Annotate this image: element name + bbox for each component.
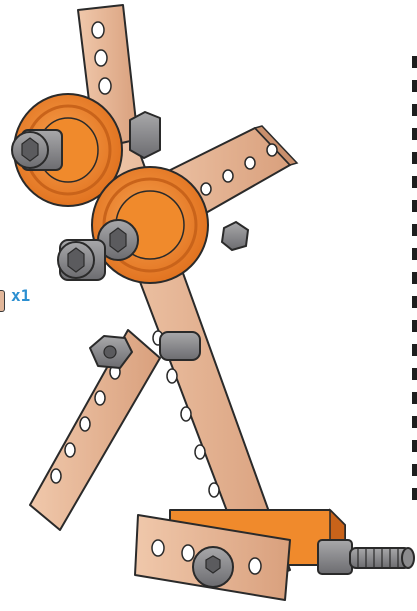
edge-mark	[412, 104, 417, 116]
edge-mark	[412, 368, 417, 380]
orange-pulley-lower	[92, 167, 208, 283]
hex-nut-top	[130, 112, 160, 158]
edge-mark	[412, 176, 417, 188]
edge-mark	[412, 392, 417, 404]
edge-mark	[412, 416, 417, 428]
edge-mark	[412, 128, 417, 140]
threaded-rod	[318, 540, 414, 574]
part-thumbnail-icon	[0, 290, 5, 312]
edge-mark	[412, 80, 417, 92]
quantity-label: x1	[11, 286, 30, 305]
edge-mark	[412, 464, 417, 476]
edge-mark	[412, 200, 417, 212]
screw-bottom	[193, 547, 233, 587]
edge-mark	[412, 488, 417, 500]
edge-mark	[412, 272, 417, 284]
edge-mark	[412, 224, 417, 236]
screw-left	[58, 240, 105, 280]
edge-mark	[412, 296, 417, 308]
edge-mark	[412, 248, 417, 260]
edge-mark	[412, 440, 417, 452]
edge-mark	[412, 344, 417, 356]
page-edge-marks	[412, 56, 417, 526]
edge-mark	[412, 56, 417, 68]
edge-mark	[412, 152, 417, 164]
edge-mark	[412, 320, 417, 332]
hex-nut-right	[222, 222, 248, 250]
